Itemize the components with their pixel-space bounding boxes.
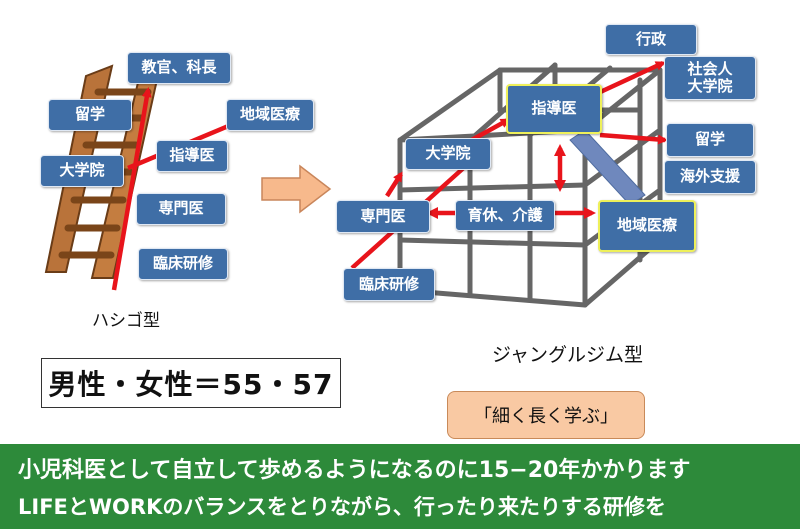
jungle-label-daigakuin: 大学院	[405, 138, 491, 170]
ladder-label-shidoi: 指導医	[156, 140, 228, 172]
jungle-label-shakaijin: 社会人 大学院	[664, 56, 756, 100]
gender-ratio-box: 男性・女性＝55・57	[41, 358, 341, 408]
jungle-label-kaigai: 海外支援	[664, 160, 756, 194]
jungle-label-rinsho: 臨床研修	[343, 268, 435, 301]
blue-connector	[569, 129, 646, 206]
jungle-label-ryugaku: 留学	[666, 123, 754, 157]
transition-arrow	[261, 164, 332, 214]
bottom-banner: 小児科医として自立して歩めるようになるのに15−20年かかります LIFEとWO…	[0, 444, 800, 529]
banner-line-1: 小児科医として自立して歩めるようになるのに15−20年かかります	[18, 458, 691, 483]
ladder-caption: ハシゴ型	[92, 311, 160, 331]
ladder-label-kyokan: 教官、科長	[127, 52, 231, 84]
ladder-label-ryugaku: 留学	[48, 99, 132, 131]
jungle-label-ikukyu: 育休、介護	[455, 200, 555, 231]
slogan-box: 「細く長く学ぶ」	[447, 391, 645, 439]
jungle-caption: ジャングルジム型	[492, 344, 644, 366]
ladder-label-chiiki: 地域医療	[226, 99, 314, 131]
jungle-label-senmoni: 専門医	[336, 200, 430, 233]
jungle-label-gyosei: 行政	[605, 24, 697, 55]
jungle-label-shidoi: 指導医	[506, 84, 602, 134]
ladder-label-daigakuin: 大学院	[40, 155, 124, 187]
banner-line-2: LIFEとWORKのバランスをとりながら、行ったり来たりする研修を	[18, 495, 666, 519]
jungle-label-chiiki: 地域医療	[598, 200, 696, 252]
ladder-label-rinsho: 臨床研修	[138, 248, 228, 280]
ladder-label-senmoni: 専門医	[136, 193, 226, 225]
